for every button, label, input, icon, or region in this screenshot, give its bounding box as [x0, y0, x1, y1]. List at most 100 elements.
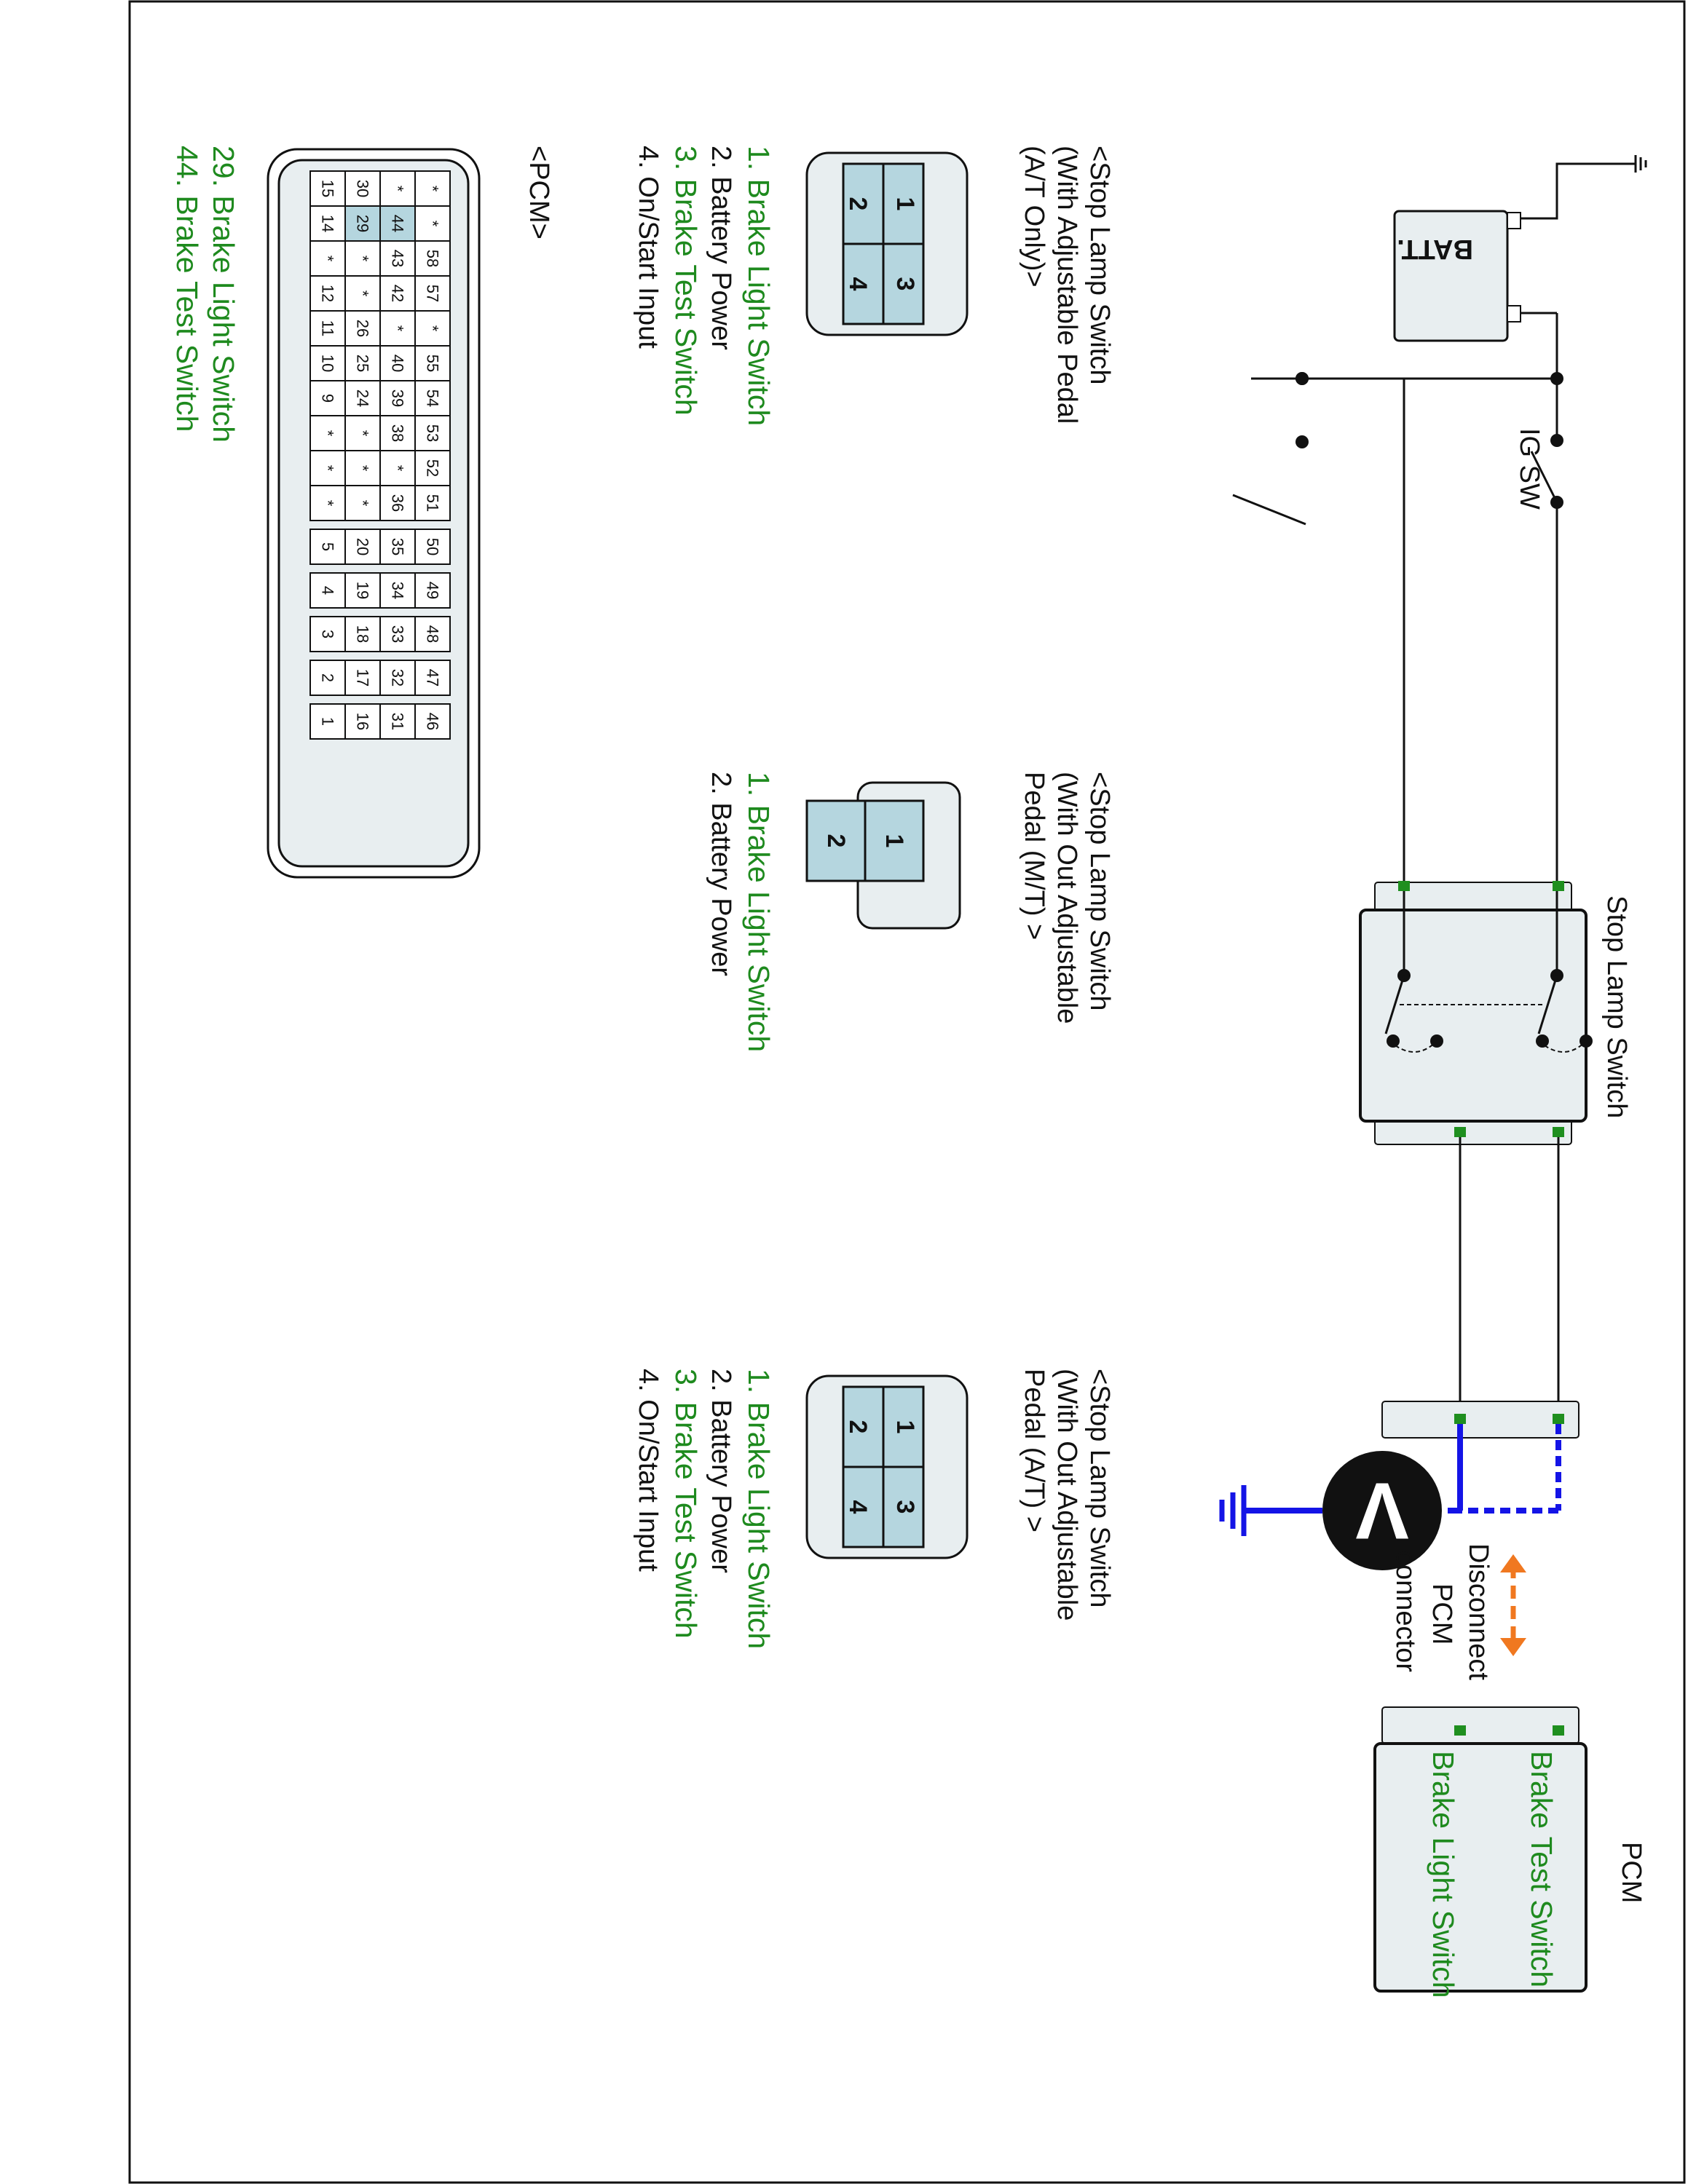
connector-mt-pin: 1	[880, 834, 908, 848]
connector-at-pin: 2	[844, 1420, 872, 1434]
pcm-pin-label: 24	[354, 389, 372, 407]
connector-at-title-1: <Stop Lamp Switch	[1084, 1369, 1115, 1607]
pcm-pin-label: 5	[319, 542, 337, 551]
pcm-pin-label: 43	[389, 250, 407, 267]
pcm-pin-label: 54	[424, 389, 442, 407]
connector-at-legend-2: 2. Battery Power	[706, 1369, 736, 1573]
pcm-pin-label: 50	[424, 538, 442, 555]
connector-at-legend-1: 1. Brake Light Switch	[742, 1369, 776, 1649]
pcm-pin-label: 1	[319, 717, 337, 726]
pcm-pin-cell	[309, 616, 346, 652]
pcm-pin-cell	[309, 572, 346, 609]
connector-adj-legend-3: 3. Brake Test Switch	[669, 146, 703, 416]
connector-adj-pin: 1	[891, 197, 919, 211]
pcm-pin-label: 52	[424, 459, 442, 477]
pcm-pin-label: 14	[319, 215, 337, 232]
connector-at-legend-3: 3. Brake Test Switch	[669, 1369, 703, 1639]
pcm-pin-cell	[309, 703, 346, 740]
pcm-pin-label: 48	[424, 625, 442, 643]
connector-adj-title-2: (With Adjustable Pedal	[1052, 146, 1082, 424]
connector-mt: <Stop Lamp Switch (With Out Adjustable P…	[706, 772, 1115, 1052]
pcm-pin-label: 26	[354, 320, 372, 337]
pcm-pin-label: *	[354, 256, 372, 262]
connector-adj-title-1: <Stop Lamp Switch	[1084, 146, 1115, 384]
pcm-pin-label: 29	[354, 215, 372, 232]
pcm-pin-label: *	[389, 465, 407, 472]
connector-adj-pin: 3	[891, 277, 919, 291]
pcm-pin-label: *	[319, 465, 337, 472]
voltmeter-symbol: V	[1355, 1466, 1408, 1556]
connector-mt-title-3: Pedal (M/T) >	[1019, 772, 1049, 940]
pcm-pin-label: 40	[389, 355, 407, 372]
circuit: IG SW	[1403, 372, 1563, 890]
pcm-pin-label: *	[354, 465, 372, 472]
voltmeter	[1322, 1451, 1442, 1570]
pcm-pin-cell	[309, 485, 346, 521]
pcm-label: PCM	[1616, 1842, 1646, 1903]
switch-to-pcm-wires	[1381, 1137, 1579, 1439]
connector-mt-title-1: <Stop Lamp Switch	[1084, 772, 1115, 1010]
pcm-pin-label: 39	[389, 389, 407, 407]
connector-at-pin: 1	[891, 1420, 919, 1434]
pcm-pin-label: 2	[319, 673, 337, 682]
connector-mt-title-2: (With Out Adjustable	[1052, 772, 1082, 1024]
pcm-pin-label: *	[319, 430, 337, 437]
pcm-connector: <PCM> **5857*55545352515049484746*444342…	[170, 146, 554, 879]
measurement: V	[1219, 1424, 1561, 1570]
connector-adj-title-3: (A/T Only)>	[1019, 146, 1049, 288]
pcm-pin-cell	[309, 529, 346, 565]
pcm-legend-1: 29. Brake Light Switch	[207, 146, 240, 443]
pcm-connector-title: <PCM>	[524, 146, 554, 240]
pcm-pin-label: 20	[354, 538, 372, 555]
pcm-pin-label: *	[389, 186, 407, 192]
connector-adj-legend-1: 1. Brake Light Switch	[742, 146, 776, 426]
connector-adj-legend-2: 2. Battery Power	[706, 146, 736, 350]
pcm-box: PCM Brake Test Switch Brake Light Switch	[1373, 1706, 1646, 1998]
connector-at-title-3: Pedal (A/T) >	[1019, 1369, 1049, 1532]
pcm-pin-label: 4	[319, 586, 337, 595]
connector-adj-legend-4: 4. On/Start Input	[633, 146, 663, 349]
connector-at-title-2: (With Out Adjustable	[1052, 1369, 1082, 1621]
pcm-pin-label: 53	[424, 424, 442, 442]
pcm-pin-label: 32	[389, 669, 407, 687]
pcm-pin-grid: **5857*55545352515049484746*444342*40393…	[309, 170, 451, 740]
connector-at-pin: 3	[891, 1500, 919, 1514]
pcm-pin-label: 18	[354, 625, 372, 643]
pcm-pin-label: 42	[389, 285, 407, 302]
page-border	[128, 0, 1686, 2184]
pcm-pin-label: 58	[424, 250, 442, 267]
pcm-pin-label: 11	[319, 320, 337, 337]
pcm-pin-label: *	[424, 325, 442, 332]
pcm-pin-label: 12	[319, 285, 337, 302]
pcm-pin-brake-test: Brake Test Switch	[1525, 1751, 1558, 1987]
pcm-pin-label: 47	[424, 669, 442, 687]
pcm-pin-label: 49	[424, 582, 442, 599]
pcm-pin-label: 57	[424, 285, 442, 302]
pcm-pin-brake-light: Brake Light Switch	[1427, 1751, 1460, 1998]
ground-icon	[1219, 1485, 1247, 1536]
pcm-pin-label: *	[319, 256, 337, 262]
pcm-pin-label: *	[354, 430, 372, 437]
pcm-pin-label: *	[424, 186, 442, 192]
pcm-pin-label: 3	[319, 630, 337, 638]
pcm-pin-label: *	[354, 500, 372, 507]
pcm-pin-label: *	[424, 221, 442, 227]
pcm-pin-label: 25	[354, 355, 372, 372]
pcm-pin-label: 30	[354, 180, 372, 197]
connector-adjustable-pedal: <Stop Lamp Switch (With Adjustable Pedal…	[633, 146, 1115, 426]
pcm-pin-label: 9	[319, 394, 337, 403]
pcm-pin-label: 46	[424, 713, 442, 730]
disconnect-line-1: Disconnect	[1463, 1543, 1494, 1680]
stop-lamp-switch-label: Stop Lamp Switch	[1601, 895, 1632, 1118]
battery-label: BATT.	[1397, 234, 1473, 264]
connector-mt-legend-2: 2. Battery Power	[706, 772, 736, 976]
pcm-pin-label: 31	[389, 713, 407, 730]
disconnect-note: Disconnect PCM connector	[1390, 1543, 1526, 1680]
pcm-pin-label: 36	[389, 494, 407, 512]
connector-mt-pin: 2	[822, 834, 850, 848]
pcm-pin-label: 34	[389, 582, 407, 599]
pcm-pin-label: 38	[389, 424, 407, 442]
